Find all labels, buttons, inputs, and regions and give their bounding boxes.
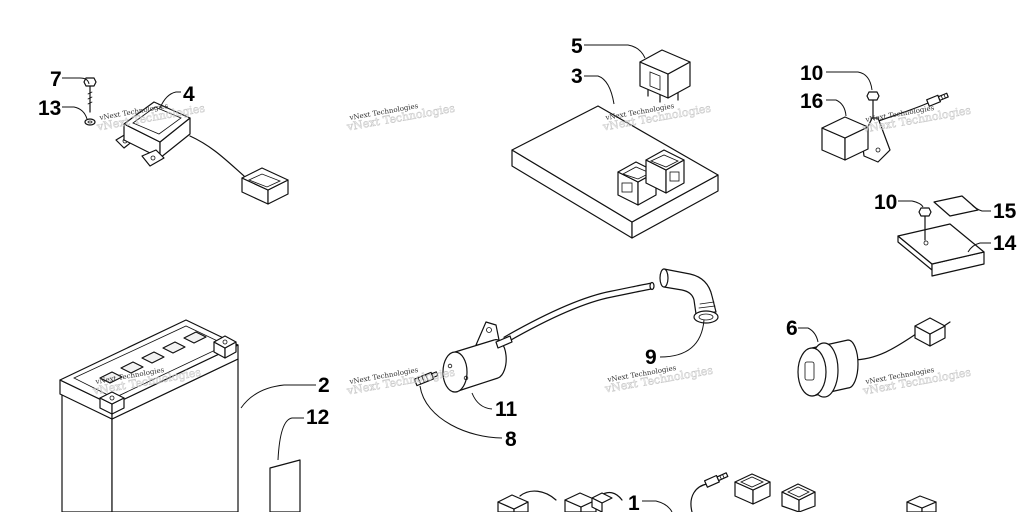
callout-7: 7: [50, 68, 62, 91]
wiring-harness-part: [497, 472, 937, 512]
leader-line: [971, 204, 991, 212]
ecu-part: [511, 105, 719, 239]
leader-line: [642, 500, 673, 512]
mounting-bracket-part: [897, 223, 985, 277]
callout-11: 11: [495, 398, 518, 421]
leader-line: [277, 417, 304, 461]
battery-part: [59, 319, 239, 512]
callout-6: 6: [786, 317, 798, 340]
leader-line: [826, 71, 873, 91]
leader-line: [584, 75, 615, 105]
callout-10-lower: 10: [874, 191, 897, 214]
bolt-part: [83, 77, 97, 113]
callout-1: 1: [628, 492, 640, 512]
spark-boot-part: [659, 268, 719, 324]
callout-8: 8: [505, 428, 517, 451]
callout-2: 2: [318, 374, 330, 397]
callout-9: 9: [645, 346, 657, 369]
harness-connector-e: [906, 495, 937, 512]
sensor-bracket-part: [821, 92, 949, 163]
leader-line: [62, 77, 90, 85]
callout-4: 4: [183, 83, 195, 106]
leader-lines: [62, 44, 991, 512]
battery-terminal-front: [99, 391, 125, 415]
callout-14: 14: [993, 232, 1017, 255]
leader-line: [584, 44, 646, 59]
power-socket-part: [797, 317, 951, 398]
leader-line: [659, 319, 705, 358]
leader-line: [826, 99, 847, 117]
callout-16: 16: [800, 90, 823, 113]
bolt-part-upper: [866, 91, 880, 119]
leader-line: [159, 91, 181, 109]
leader-line: [898, 200, 924, 208]
leader-line: [967, 242, 991, 253]
spark-plug-part: [413, 371, 439, 387]
harness-connector-d: [781, 483, 816, 512]
leader-line: [240, 384, 316, 409]
callout-labels: 7 13 4 5 3 10 16 10 15 14 6 9 11 8 2 12 …: [38, 35, 1017, 512]
plate-part: [933, 195, 979, 217]
battery-terminal-rear: [213, 335, 237, 359]
callout-15: 15: [993, 200, 1017, 223]
callout-13: 13: [38, 97, 61, 120]
harness-jack: [703, 472, 729, 488]
battery-pad-part: [269, 459, 301, 512]
harness-connector-c: [734, 473, 771, 505]
module-connector-part: [241, 167, 289, 205]
callout-3: 3: [571, 65, 583, 88]
callout-10-upper: 10: [800, 62, 823, 85]
relay-part: [639, 49, 691, 103]
callout-12: 12: [306, 406, 329, 429]
harness-connector-a: [497, 494, 529, 512]
control-module-part: [115, 101, 245, 177]
bolt-part-lower: [918, 207, 932, 241]
leader-line: [471, 392, 493, 410]
leader-line: [798, 327, 819, 343]
callout-5: 5: [571, 35, 583, 58]
leader-line: [419, 385, 503, 439]
washer-part: [84, 118, 96, 126]
battery-cell-caps: [99, 331, 207, 384]
ignition-coil-part: [442, 281, 655, 393]
harness-connector-b: [564, 492, 613, 512]
leader-line: [62, 106, 88, 120]
